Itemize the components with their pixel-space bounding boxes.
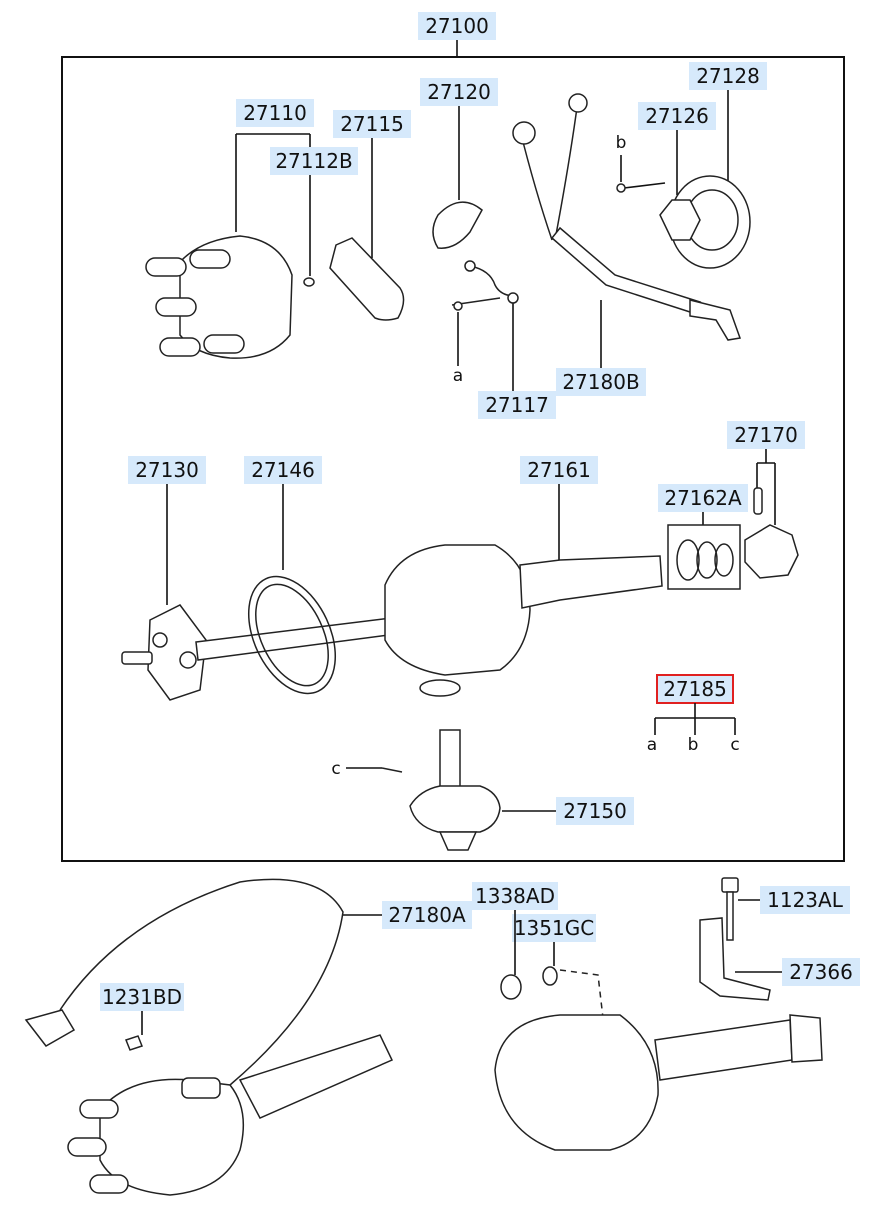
ref-c: c <box>730 735 739 755</box>
svg-text:27366: 27366 <box>789 960 853 984</box>
label-1351GC[interactable]: 1351GC <box>512 914 596 942</box>
ground-wire[interactable] <box>451 260 519 311</box>
label-27100[interactable]: 27100 <box>418 12 496 40</box>
label-1231BD[interactable]: 1231BD <box>100 983 184 1011</box>
mounting-bracket[interactable] <box>699 877 771 1001</box>
leader-lines <box>141 90 782 1035</box>
svg-text:27185: 27185 <box>663 677 727 701</box>
label-27161[interactable]: 27161 <box>520 456 598 484</box>
distributor-cap[interactable] <box>145 235 315 359</box>
label-27128[interactable]: 27128 <box>689 62 767 90</box>
label-27126[interactable]: 27126 <box>638 102 716 130</box>
breaker-plate[interactable] <box>616 175 751 269</box>
svg-text:27112B: 27112B <box>275 149 352 173</box>
ref-a: a <box>647 735 657 755</box>
svg-text:27100: 27100 <box>425 14 489 38</box>
o-ring-gasket[interactable] <box>231 563 352 708</box>
svg-text:27146: 27146 <box>251 458 315 482</box>
label-1338AD[interactable]: 1338AD <box>472 882 558 910</box>
distributor-assembly-left[interactable] <box>24 878 394 1196</box>
cover-plate[interactable] <box>432 201 483 249</box>
label-27185[interactable]: 27185 <box>656 674 734 704</box>
ref-c-left: c <box>331 759 340 779</box>
advance-mechanism[interactable] <box>121 604 207 701</box>
svg-text:1123AL: 1123AL <box>767 888 844 912</box>
svg-text:1351GC: 1351GC <box>514 916 594 940</box>
svg-text:27126: 27126 <box>645 104 709 128</box>
svg-text:27170: 27170 <box>734 423 798 447</box>
label-27170[interactable]: 27170 <box>727 421 805 449</box>
label-27112B[interactable]: 27112B <box>270 147 358 175</box>
svg-text:27117: 27117 <box>485 393 549 417</box>
svg-text:27162A: 27162A <box>664 486 742 510</box>
label-27110[interactable]: 27110 <box>236 99 314 127</box>
svg-text:27128: 27128 <box>696 64 760 88</box>
label-27162A[interactable]: 27162A <box>658 484 748 512</box>
ref-b-top: b <box>616 133 627 153</box>
ref-a-top: a <box>453 366 463 386</box>
label-27117[interactable]: 27117 <box>478 391 556 419</box>
label-27180B[interactable]: 27180B <box>556 368 646 396</box>
label-27180A[interactable]: 27180A <box>382 901 472 929</box>
svg-text:27115: 27115 <box>340 112 404 136</box>
svg-text:27130: 27130 <box>135 458 199 482</box>
assembly-frame <box>61 56 845 862</box>
svg-text:27110: 27110 <box>243 101 307 125</box>
svg-text:1231BD: 1231BD <box>102 985 182 1009</box>
ref-b: b <box>688 735 699 755</box>
label-27115[interactable]: 27115 <box>333 110 411 138</box>
svg-text:27180A: 27180A <box>388 903 466 927</box>
rotor[interactable] <box>329 237 405 321</box>
svg-text:27150: 27150 <box>563 799 627 823</box>
label-1123AL[interactable]: 1123AL <box>760 886 850 914</box>
label-27150[interactable]: 27150 <box>556 797 634 825</box>
washer-set[interactable] <box>667 524 741 590</box>
label-27366[interactable]: 27366 <box>782 958 860 986</box>
vacuum-advance[interactable] <box>381 729 501 851</box>
label-27130[interactable]: 27130 <box>128 456 206 484</box>
svg-text:1338AD: 1338AD <box>475 884 555 908</box>
svg-text:27180B: 27180B <box>562 370 639 394</box>
wiring-harness-b[interactable] <box>512 93 742 341</box>
svg-text:27161: 27161 <box>527 458 591 482</box>
label-27146[interactable]: 27146 <box>244 456 322 484</box>
distributor-assembly-right[interactable] <box>494 966 823 1151</box>
distributor-housing[interactable] <box>384 544 663 697</box>
label-27120[interactable]: 27120 <box>420 78 498 106</box>
drive-gear[interactable] <box>744 487 799 579</box>
svg-text:27120: 27120 <box>427 80 491 104</box>
